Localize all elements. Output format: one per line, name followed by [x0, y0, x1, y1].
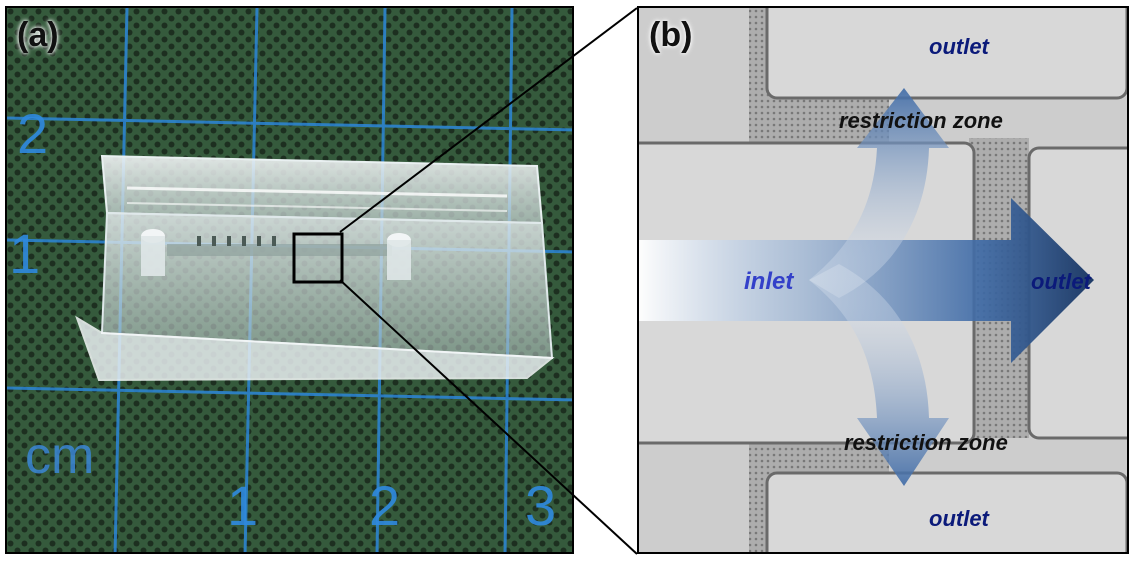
photo-panel-chip: (a) 2 1 cm 1 2 3 [5, 6, 574, 554]
arrow-up [809, 88, 949, 298]
label-restriction-zone-bottom: restriction zone [844, 430, 1008, 455]
panel-label-b: (b) [649, 16, 693, 54]
ruler-tick-3-horizontal: 3 [525, 474, 557, 537]
ruler-unit-label: cm [25, 427, 95, 485]
panel-label-a: (a) [17, 16, 59, 54]
ruler-tick-1-horizontal: 1 [227, 474, 259, 537]
ruler-tick-2-horizontal: 2 [369, 474, 401, 537]
ruler-tick-1-vertical: 1 [9, 222, 41, 285]
label-outlet-right: outlet [1031, 269, 1091, 294]
micrograph-panel: (b) outlet restriction zone inlet outlet… [637, 6, 1129, 554]
label-inlet: inlet [744, 268, 794, 295]
label-restriction-zone-top: restriction zone [839, 108, 1003, 133]
zoom-region-box [292, 232, 344, 284]
micrograph-illustration [639, 8, 1127, 552]
pmma-chip [75, 154, 555, 382]
label-outlet-top: outlet [929, 34, 989, 59]
label-outlet-bottom: outlet [929, 506, 989, 531]
ruler-tick-2-vertical: 2 [17, 102, 49, 165]
flow-arrows [639, 88, 1094, 486]
arrow-down [809, 264, 949, 486]
